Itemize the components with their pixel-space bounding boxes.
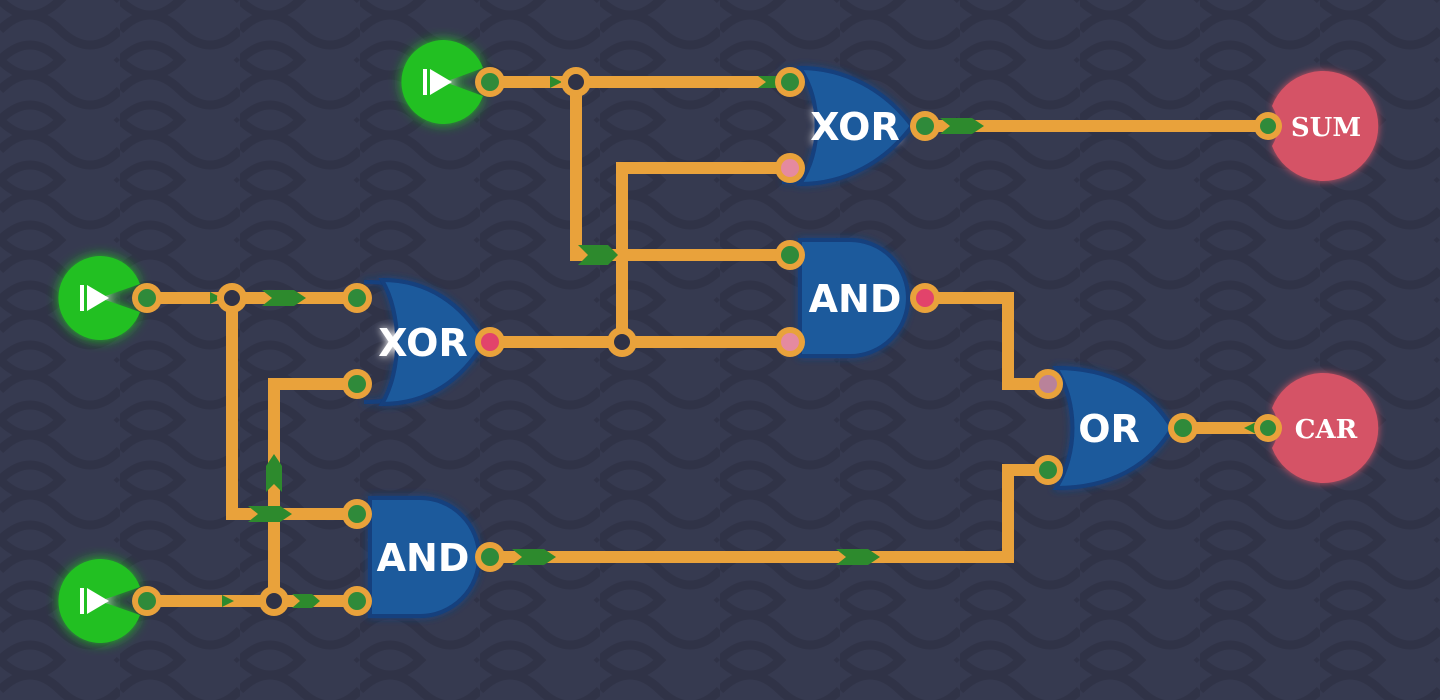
signal-arrow (266, 454, 282, 492)
wire-b-to-and1[interactable] (226, 298, 357, 520)
input-node-c[interactable] (58, 559, 140, 643)
signal-arrow (836, 549, 880, 565)
signal-arrow (210, 292, 222, 304)
pin-dot (348, 289, 366, 307)
pin-dot (481, 333, 499, 351)
pin-dot (1039, 461, 1057, 479)
pin-dot (481, 548, 499, 566)
signal-arrow (512, 549, 556, 565)
signal-arrow (550, 76, 562, 88)
input-pin-dot (481, 73, 499, 91)
signal-arrow (222, 595, 234, 607)
gate-or-1[interactable]: OR (1052, 365, 1175, 491)
junctions (217, 67, 637, 616)
gate-label: AND (377, 536, 470, 580)
gate-label: OR (1078, 407, 1140, 451)
wire-and1-to-or[interactable] (490, 464, 1048, 563)
pin-dot (348, 375, 366, 393)
input-node-a[interactable] (401, 39, 483, 125)
signal-arrow (1244, 422, 1256, 434)
wire-junction-center (224, 290, 240, 306)
gate-xor-2[interactable]: XOR (781, 65, 915, 187)
gate-xor-1[interactable]: XOR (363, 277, 487, 407)
gate-and-1[interactable]: AND (368, 496, 481, 618)
signal-arrow (248, 506, 292, 522)
gate-pins (342, 67, 1198, 616)
output-label: CAR (1295, 415, 1358, 445)
wire-xor1-to-xor2[interactable] (616, 162, 790, 342)
wire-junction-center (266, 593, 282, 609)
gate-and-2[interactable]: AND (798, 238, 910, 358)
play-icon (430, 69, 452, 95)
pin-dot (781, 159, 799, 177)
pin-dot (916, 117, 934, 135)
output-node-carry[interactable]: CAR (1272, 372, 1379, 483)
pin-dot (916, 289, 934, 307)
output-label: SUM (1291, 113, 1361, 143)
input-node-b[interactable] (58, 255, 140, 341)
play-icon-bar (80, 588, 84, 614)
input-pin-dot (138, 592, 156, 610)
pin-dot (1174, 419, 1192, 437)
input-pin-dot (138, 289, 156, 307)
wire-c-to-xor1[interactable] (268, 378, 357, 601)
pin-dot (781, 73, 799, 91)
pin-dot (781, 333, 799, 351)
signal-arrow (262, 290, 306, 306)
wire-junction-center (614, 334, 630, 350)
wire-and2-to-or[interactable] (925, 292, 1048, 390)
output-pin-dot (1260, 420, 1276, 436)
signal-arrows (210, 76, 1256, 608)
wire-a-to-and2[interactable] (570, 82, 790, 261)
wire-junction-center (568, 74, 584, 90)
signal-arrow (578, 245, 618, 265)
gate-label: AND (809, 277, 902, 321)
play-icon (87, 588, 109, 614)
pin-dot (348, 592, 366, 610)
pin-dot (781, 246, 799, 264)
pin-dot (1039, 375, 1057, 393)
signal-arrow (940, 118, 984, 134)
output-node-sum[interactable]: SUM (1272, 71, 1379, 181)
gate-label: XOR (378, 321, 468, 365)
pin-dot (348, 505, 366, 523)
output-pin-dot (1260, 118, 1276, 134)
signal-arrow (292, 594, 320, 608)
play-icon-bar (423, 69, 427, 95)
play-icon-bar (80, 285, 84, 311)
gate-label: XOR (810, 105, 900, 149)
play-icon (87, 285, 109, 311)
